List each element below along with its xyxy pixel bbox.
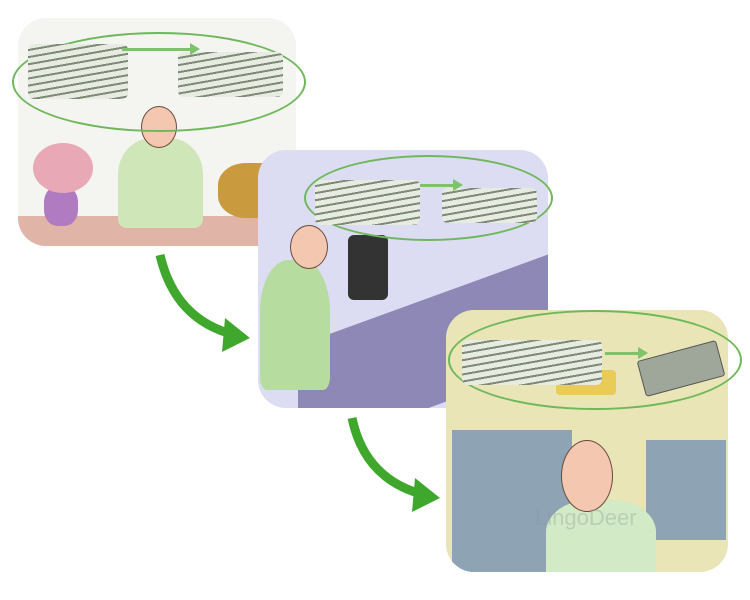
arrow-icon xyxy=(420,179,463,191)
arrow-icon xyxy=(605,347,648,359)
flowers xyxy=(33,143,93,193)
juicer xyxy=(348,235,388,300)
small-money-pile xyxy=(462,340,602,385)
money-ellipse-3 xyxy=(448,310,742,410)
green-arrow-icon xyxy=(347,417,440,512)
money-ellipse-1 xyxy=(12,32,306,132)
large-money-pile xyxy=(28,44,128,99)
taxi-driver xyxy=(546,500,656,572)
juice-man xyxy=(260,260,330,390)
arrow-icon xyxy=(122,43,200,55)
money-ellipse-2 xyxy=(304,155,553,241)
rear-window xyxy=(646,440,726,540)
florist xyxy=(118,138,203,228)
taxi-driver-head xyxy=(561,440,613,512)
small-money-pile xyxy=(442,188,537,223)
green-arrow-icon xyxy=(155,253,250,352)
medium-money-pile xyxy=(178,52,283,97)
medium-money-pile xyxy=(315,180,420,225)
watermark: LingoDeer xyxy=(535,505,637,530)
juice-man-head xyxy=(290,225,328,269)
